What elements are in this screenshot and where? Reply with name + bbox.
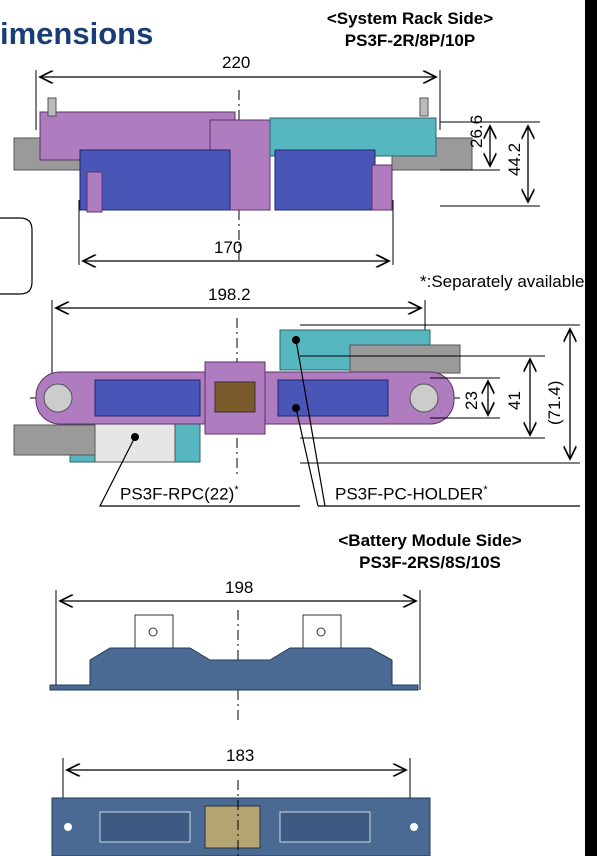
rack-side-title: <System Rack Side> (326, 9, 494, 28)
dim-26-6: 26.6 (467, 114, 486, 148)
battery-side-title: <Battery Module Side> (338, 531, 522, 550)
rack-connector-side-view (13, 70, 540, 265)
callout-holder-label: PS3F-PC-HOLDER (335, 484, 484, 504)
right-border-bar (585, 0, 597, 856)
dim-170: 170 (214, 238, 243, 257)
dim-183: 183 (226, 746, 255, 765)
page-title: imensions (0, 16, 154, 51)
callout-holder: PS3F-PC-HOLDER* (335, 484, 488, 505)
callout-rpc: PS3F-RPC(22)* (120, 484, 239, 505)
rack-side-model: PS3F-2R/8P/10P (344, 31, 476, 50)
callout-rpc-label: PS3F-RPC(22) (120, 484, 235, 504)
dim-23: 23 (462, 391, 481, 410)
separately-available-note: *:Separately available (420, 272, 585, 291)
dim-41: 41 (505, 391, 524, 410)
dim-198: 198 (225, 578, 254, 597)
battery-connector-side-view (49, 590, 421, 720)
dim-220: 220 (222, 53, 251, 72)
callout-rpc-star: * (234, 484, 239, 496)
frame-fragment (0, 217, 33, 295)
rack-connector-plan-view (13, 300, 580, 507)
dim-44-2: 44.2 (505, 142, 524, 176)
battery-side-model: PS3F-2RS/8S/10S (359, 553, 501, 572)
battery-connector-plan-view (51, 758, 431, 856)
rack-side-heading: <System Rack Side> PS3F-2R/8P/10P (300, 8, 520, 52)
battery-side-heading: <Battery Module Side> PS3F-2RS/8S/10S (280, 530, 580, 574)
dim-71-4: (71.4) (545, 380, 564, 425)
callout-holder-star: * (483, 484, 488, 496)
dim-198-2: 198.2 (208, 285, 251, 304)
